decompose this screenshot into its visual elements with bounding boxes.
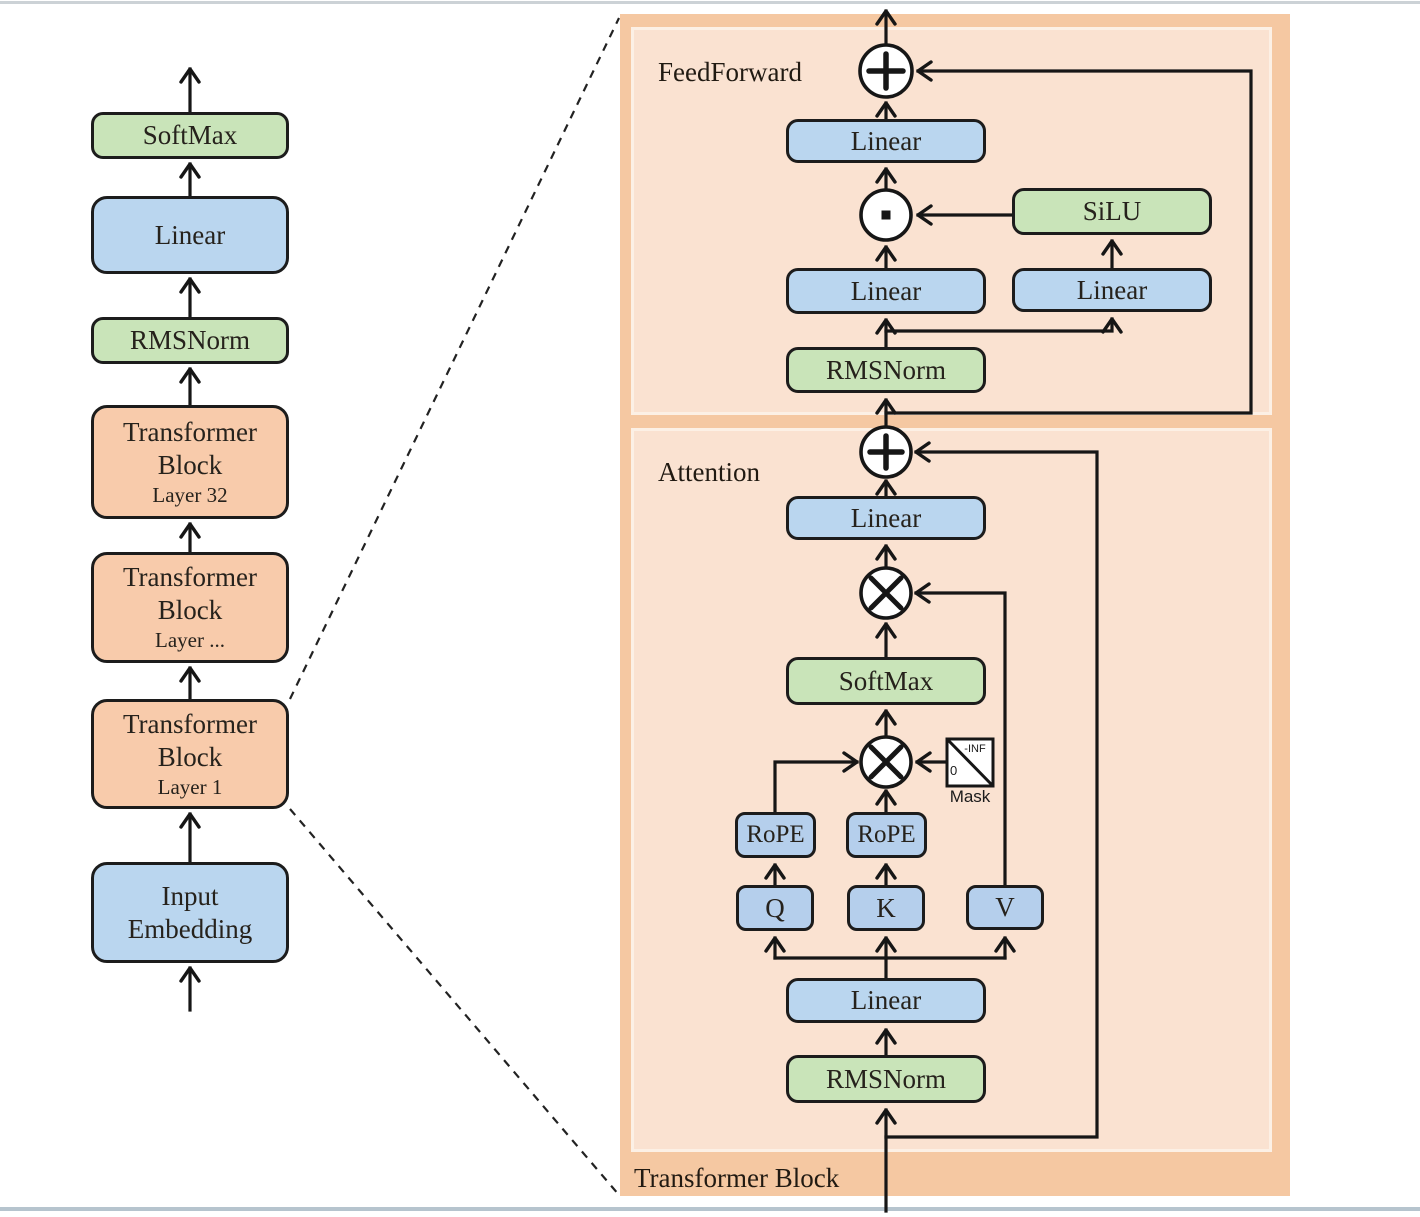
- attn-rope-q: RoPE: [735, 812, 816, 858]
- block-sublabel: Layer 32: [152, 482, 228, 507]
- box-label: SiLU: [1082, 196, 1142, 227]
- feedforward-title: FeedForward: [658, 57, 802, 87]
- block-label: Transformer Block: [123, 562, 257, 626]
- mask-neg-inf-value: -INF: [964, 743, 986, 755]
- box-label: Linear: [1076, 274, 1148, 305]
- box-label: Linear: [850, 985, 922, 1016]
- box-label: Linear: [850, 502, 922, 533]
- zoom-guide-dashes: [289, 17, 620, 1196]
- ff-rmsnorm: RMSNorm: [786, 347, 986, 393]
- box-label: RoPE: [857, 820, 916, 848]
- ff-up-linear: Linear: [1012, 268, 1212, 312]
- block-label: RMSNorm: [129, 325, 251, 356]
- top-border-line: [0, 1, 1420, 4]
- attn-rmsnorm: RMSNorm: [786, 1055, 986, 1103]
- block-label: Input Embedding: [127, 880, 253, 944]
- box-label: RoPE: [746, 820, 805, 848]
- block-sublabel: Layer 1: [157, 774, 223, 799]
- box-label: Linear: [850, 125, 922, 156]
- attn-softmax: SoftMax: [786, 657, 986, 705]
- bottom-border-line: [0, 1207, 1420, 1211]
- box-label: RMSNorm: [825, 1063, 947, 1094]
- transformer-block-caption: Transformer Block: [634, 1163, 840, 1193]
- block-transformer-layer-32: Transformer Block Layer 32: [91, 405, 289, 519]
- block-softmax: SoftMax: [91, 112, 289, 159]
- box-label: Q: [765, 892, 785, 923]
- block-rmsnorm: RMSNorm: [91, 317, 289, 364]
- block-linear: Linear: [91, 196, 289, 274]
- block-input-embedding: Input Embedding: [91, 862, 289, 963]
- ff-gate-linear: Linear: [786, 268, 986, 314]
- mask-label: Mask: [949, 787, 991, 806]
- block-label: Transformer Block: [123, 416, 257, 480]
- attn-rope-k: RoPE: [846, 812, 927, 858]
- block-sublabel: Layer ...: [155, 628, 225, 653]
- block-label: Linear: [154, 219, 226, 250]
- block-label: SoftMax: [142, 120, 238, 151]
- attn-qkv-linear: Linear: [786, 978, 986, 1023]
- attention-title: Attention: [658, 457, 760, 487]
- box-label: V: [995, 892, 1015, 923]
- attn-q: Q: [736, 885, 814, 931]
- mask-zero-value: 0: [950, 763, 958, 778]
- ff-silu: SiLU: [1012, 188, 1212, 235]
- box-label: K: [876, 892, 896, 923]
- attn-v: V: [966, 885, 1044, 930]
- block-label: Transformer Block: [123, 708, 257, 772]
- ff-linear-out: Linear: [786, 119, 986, 163]
- box-label: Linear: [850, 275, 922, 306]
- box-label: SoftMax: [838, 665, 934, 696]
- block-transformer-layer-1: Transformer Block Layer 1: [91, 699, 289, 809]
- block-transformer-layer-n: Transformer Block Layer ...: [91, 552, 289, 663]
- attn-output-linear: Linear: [786, 496, 986, 540]
- attn-k: K: [847, 885, 925, 931]
- box-label: RMSNorm: [825, 354, 947, 385]
